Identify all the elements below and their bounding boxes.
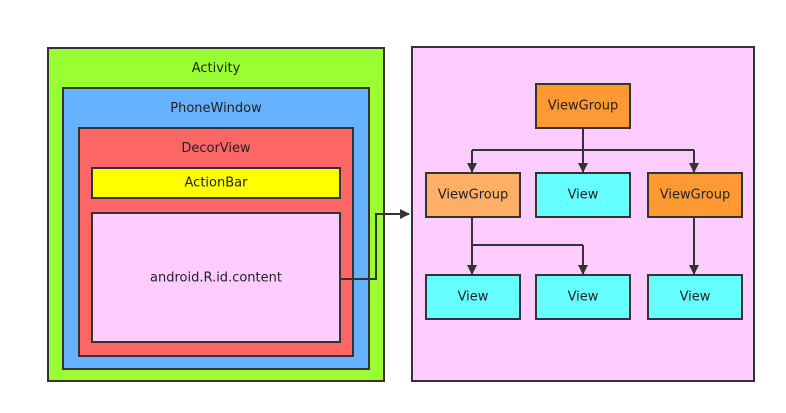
root-branch-line (472, 128, 694, 151)
content-to-tree-arrow (341, 209, 410, 280)
view-middle-label: View (567, 187, 599, 203)
view-bottom-middle-label: View (567, 289, 599, 305)
phone-window-label: PhoneWindow (170, 101, 262, 116)
content-box: android.R.id.content (91, 212, 341, 343)
view-node-bottom-right: View (647, 274, 743, 320)
viewgroup-node-right: ViewGroup (647, 172, 743, 218)
viewgroup-node-left: ViewGroup (425, 172, 521, 218)
root-viewgroup-label: ViewGroup (547, 98, 619, 114)
action-bar-box: ActionBar (91, 167, 341, 199)
root-viewgroup-node: ViewGroup (535, 83, 631, 129)
viewgroup-left-label: ViewGroup (437, 187, 509, 203)
left-branch-line (471, 217, 583, 246)
view-node-bottom-middle: View (535, 274, 631, 320)
activity-label: Activity (191, 61, 241, 76)
view-bottom-right-label: View (679, 289, 711, 305)
action-bar-label: ActionBar (184, 175, 248, 191)
view-node-middle: View (535, 172, 631, 218)
viewgroup-right-label: ViewGroup (659, 187, 731, 203)
decor-view-label: DecorView (181, 141, 251, 156)
content-label: android.R.id.content (150, 270, 282, 285)
view-bottom-left-label: View (457, 289, 489, 305)
view-node-bottom-left: View (425, 274, 521, 320)
